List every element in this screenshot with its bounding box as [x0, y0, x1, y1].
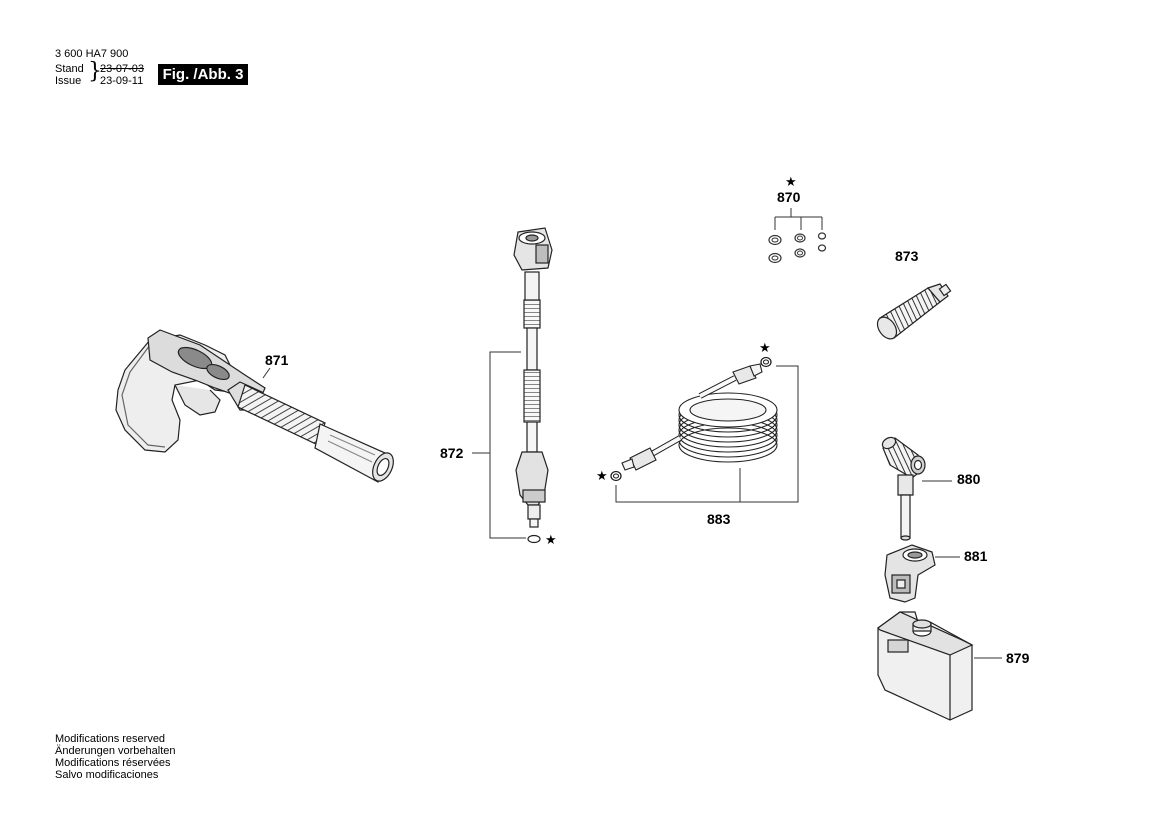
part-number-872: 872 [440, 445, 464, 461]
stand-date: 23-07-03 [100, 63, 145, 75]
lance-leader-line [472, 351, 526, 539]
footer-notice: Modifications reserved Änderungen vorbeh… [55, 733, 175, 781]
star-marker-870: ★ [785, 175, 797, 190]
footer-line-de: Änderungen vorbehalten [55, 745, 176, 757]
star-marker-872: ★ [545, 533, 557, 548]
document-number: 3 600 HA7 900 [55, 48, 129, 60]
figure-label: Fig. /Abb. 3 [158, 64, 248, 85]
star-marker-883-top: ★ [759, 341, 771, 356]
detergent-tank-part [877, 611, 974, 721]
lance-part [513, 227, 553, 544]
part-number-883: 883 [707, 511, 731, 527]
issue-date: 23-09-11 [100, 75, 144, 87]
gun-leader-line [262, 367, 271, 379]
star-marker-883-bottom: ★ [596, 469, 608, 484]
spray-gun-part [115, 329, 394, 483]
part-number-880: 880 [957, 471, 981, 487]
footer-line-fr: Modifications réservées [55, 757, 171, 769]
footer-line-en: Modifications reserved [55, 733, 166, 745]
part-number-873: 873 [895, 248, 919, 264]
clip-part [884, 544, 936, 603]
part-number-870: 870 [777, 189, 801, 205]
part-number-881: 881 [964, 548, 988, 564]
detergent-pickup-part [881, 436, 926, 541]
hose-leader-line [615, 365, 799, 503]
o-ring-set-part [768, 208, 827, 264]
part-number-871: 871 [265, 352, 289, 368]
stand-label: Stand [55, 63, 84, 75]
footer-line-es: Salvo modificaciones [55, 769, 159, 781]
part-number-879: 879 [1006, 650, 1030, 666]
issue-label: Issue [55, 75, 82, 87]
hose-part [610, 356, 778, 482]
nozzle-part [876, 283, 952, 340]
header-brace: } [88, 59, 102, 84]
